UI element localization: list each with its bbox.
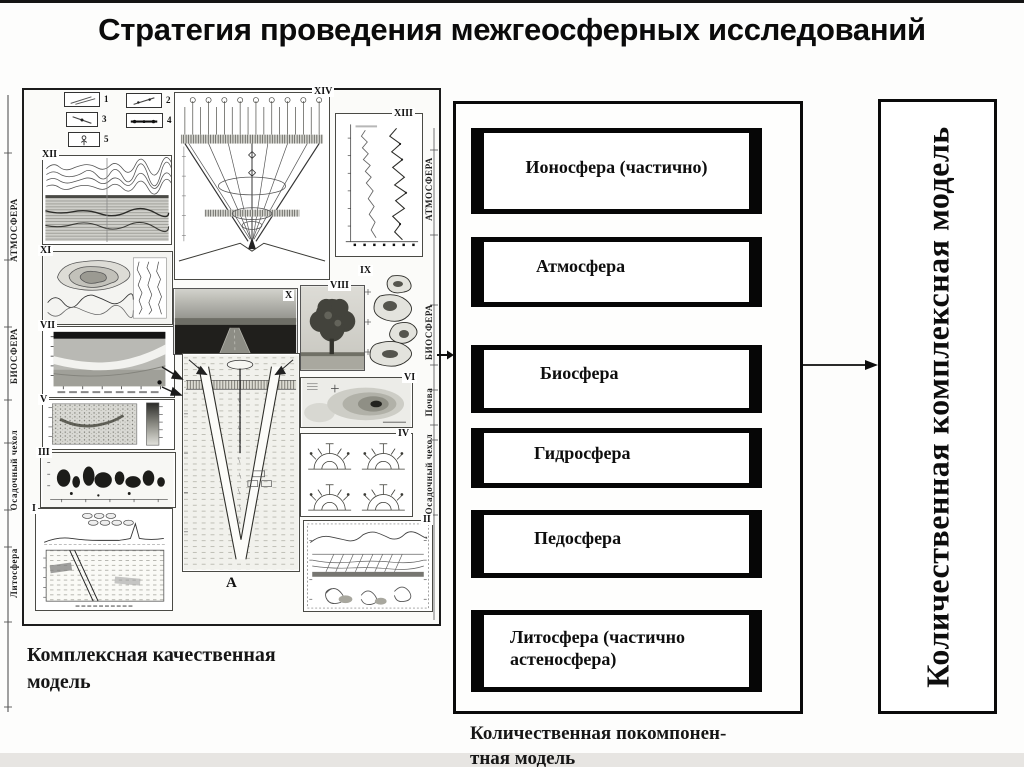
left-axis-label-lithosphere: Литосфера (9, 548, 19, 598)
chart-vii-section (42, 326, 175, 398)
panel-label-iv: IV (396, 428, 412, 439)
legend-symbol-2 (126, 93, 162, 108)
sphere-box-hydrosphere: Гидросфера (471, 428, 762, 488)
chart-ii-crosssection (303, 520, 433, 612)
top-border-bar (0, 0, 1024, 3)
flow-arrow-left-to-middle-icon (437, 350, 454, 360)
right-axis-label-sedimentary-cover: Осадочный чехол (424, 433, 434, 515)
left-figure-caption: Комплексная качественная модель (27, 642, 367, 696)
left-figure-caption-line1: Комплексная качественная (27, 644, 276, 666)
left-axis-label-sedimentary-cover: Осадочный чехол (9, 429, 19, 511)
chart-v-texture (42, 399, 175, 450)
complex-model-panel: Количественная комплексная модель (878, 99, 997, 714)
chart-i-geosection (35, 508, 173, 611)
middle-panel-caption: Количественная покомпонен- тная модель (470, 722, 815, 767)
chart-iii-blobs (40, 452, 176, 508)
legend-number-4: 4 (167, 115, 172, 125)
left-sphere-bracket (4, 95, 12, 712)
panel-label-ix: IX (358, 265, 374, 276)
panel-label-vi: VI (402, 372, 418, 383)
panel-label-vii: VII (38, 320, 58, 331)
left-figure-caption-line2: модель (27, 671, 91, 693)
photo-viii-tree (300, 285, 365, 371)
panel-label-ii: II (421, 514, 433, 525)
sphere-box-atmosphere-label: Атмосфера (536, 255, 626, 276)
left-axis-label-biosphere: БИОСФЕРА (9, 328, 19, 384)
panel-label-xii: XII (40, 149, 60, 160)
sphere-box-biosphere: Биосфера (471, 345, 762, 413)
middle-panel-caption-line1: Количественная покомпонен- (470, 723, 727, 744)
chart-iv-arcs (300, 433, 413, 517)
sphere-box-pedosphere-label: Педосфера (534, 527, 622, 548)
legend-number-1: 1 (104, 94, 109, 104)
panel-label-a: А (226, 575, 237, 591)
panel-label-viii: VIII (328, 280, 351, 291)
sphere-box-ionosphere: Ионосфера (частично) (471, 128, 762, 214)
legend-symbol-4 (126, 113, 163, 128)
panel-label-xiv: XIV (312, 86, 335, 97)
sphere-box-atmosphere: Атмосфера (471, 237, 762, 307)
chart-xiii-profiles (335, 113, 423, 257)
chart-vi-soilmap (300, 377, 413, 428)
panel-label-xiii: XIII (392, 108, 415, 119)
chart-xi-map (42, 251, 173, 325)
right-sphere-bracket (430, 128, 438, 620)
slide-title: Стратегия проведения межгеосферных иссле… (98, 12, 926, 47)
sphere-box-lithosphere-label: Литосфера (частично астеносфера) (510, 626, 685, 670)
panel-label-x: X (283, 290, 295, 301)
right-axis-label-biosphere: БИОСФЕРА (424, 304, 434, 360)
legend-symbol-5 (68, 132, 100, 147)
pointer-arrows-icon (161, 366, 184, 396)
right-axis-label-atmosphere: АТМОСФЕРА (424, 157, 434, 221)
diagram-a-funnel-section (182, 353, 300, 572)
legend-symbol-1 (64, 92, 100, 107)
photo-x-landscape (173, 288, 298, 355)
sphere-box-biosphere-label: Биосфера (540, 362, 619, 383)
chart-ix-blobs (362, 272, 430, 372)
panel-label-xi: XI (38, 245, 54, 256)
sphere-box-lithosphere: Литосфера (частично астеносфера) (471, 610, 762, 692)
sphere-box-ionosphere-label: Ионосфера (частично) (525, 156, 708, 177)
legend-number-3: 3 (102, 114, 107, 124)
legend-number-5: 5 (104, 134, 109, 144)
left-axis-label-atmosphere: АТМОСФЕРА (9, 198, 19, 262)
bottom-gray-band (0, 753, 1024, 767)
sphere-box-hydrosphere-label: Гидросфера (534, 442, 631, 463)
panel-label-i: I (30, 503, 38, 514)
middle-panel-caption-line2: тная модель (470, 747, 576, 767)
legend-number-2: 2 (166, 95, 171, 105)
diagram-xiv-scheme (174, 92, 330, 280)
chart-xii-timeseries (42, 155, 172, 245)
flow-arrow-middle-to-right-icon (803, 360, 878, 370)
legend-symbol-3 (66, 112, 98, 127)
panel-label-iii: III (36, 447, 52, 458)
right-axis-label-soil: Почва (424, 387, 434, 417)
complex-model-label: Количественная комплексная модель (919, 125, 955, 688)
panel-label-v: V (38, 394, 50, 405)
sphere-box-pedosphere: Педосфера (471, 510, 762, 578)
